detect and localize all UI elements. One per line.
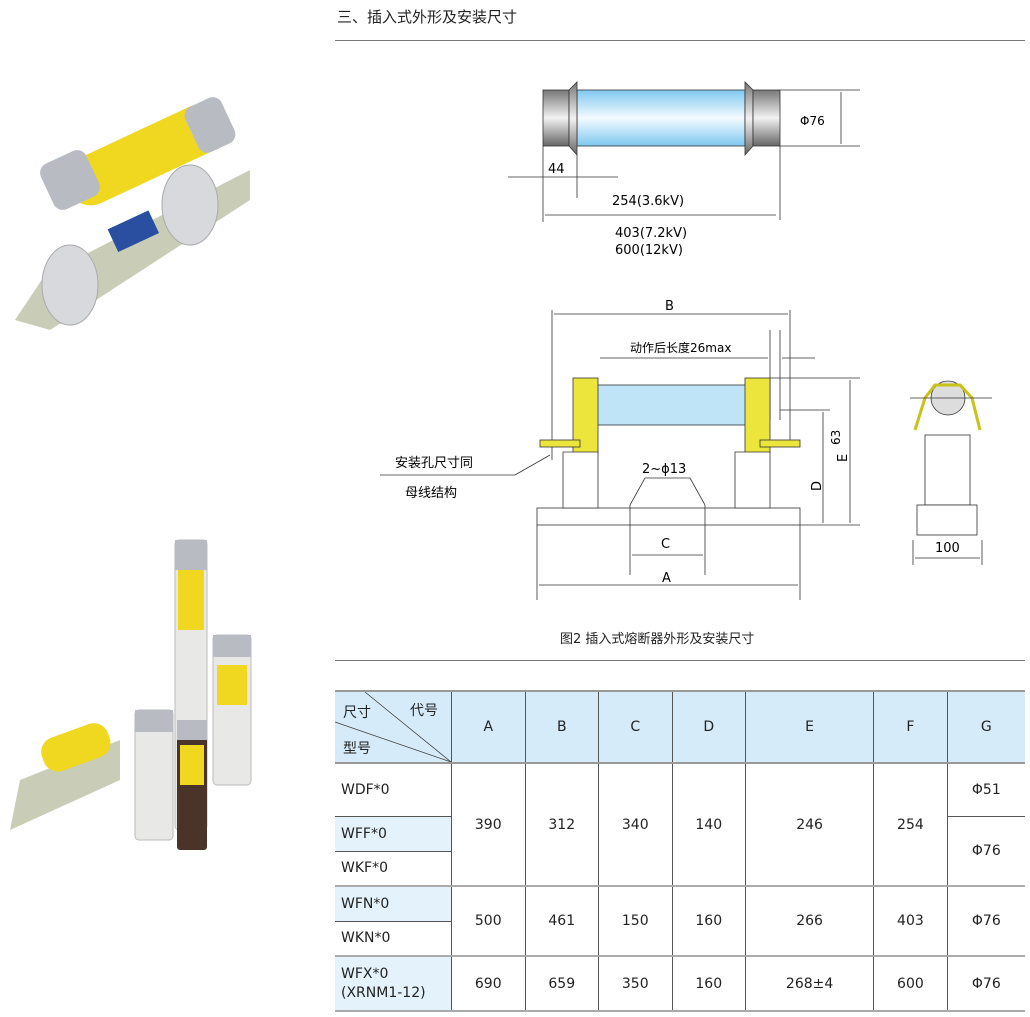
svg-text:2~ϕ13: 2~ϕ13 bbox=[642, 462, 686, 477]
col-F: F bbox=[873, 690, 948, 764]
table-header-row: 尺寸 代号 型号 A B C D E F G bbox=[335, 690, 1025, 764]
value-cell: 266 bbox=[744, 885, 875, 957]
figure-caption: 图2 插入式熔断器外形及安装尺寸 bbox=[560, 632, 755, 647]
value-cell: 246 bbox=[744, 762, 875, 887]
col-G: G bbox=[946, 690, 1025, 764]
value-cell: 461 bbox=[524, 885, 599, 957]
section-title: 三、插入式外形及安装尺寸 bbox=[337, 8, 518, 26]
svg-text:600(12kV): 600(12kV) bbox=[615, 243, 683, 258]
value-cell: 403 bbox=[873, 885, 948, 957]
svg-text:A: A bbox=[662, 571, 671, 586]
col-C: C bbox=[598, 690, 673, 764]
svg-text:C: C bbox=[661, 537, 670, 552]
divider bbox=[335, 660, 1025, 661]
value-cell: 659 bbox=[524, 955, 599, 1012]
col-D: D bbox=[671, 690, 746, 764]
svg-text:44: 44 bbox=[548, 162, 565, 177]
value-cell: 160 bbox=[671, 885, 746, 957]
model-cell: WFN*0 bbox=[335, 885, 452, 922]
table-row: WDF*0 390 312 340 140 246 254 Φ51 bbox=[335, 762, 1025, 887]
svg-text:安装孔尺寸同: 安装孔尺寸同 bbox=[395, 456, 473, 471]
value-cell: 500 bbox=[451, 885, 526, 957]
value-cell: 160 bbox=[671, 955, 746, 1012]
value-cell: 690 bbox=[451, 955, 526, 1012]
svg-text:100: 100 bbox=[935, 541, 960, 556]
model-cell: WDF*0 bbox=[335, 762, 452, 817]
value-cell: 350 bbox=[598, 955, 673, 1012]
fuse-products-photo bbox=[10, 539, 252, 850]
svg-text:D: D bbox=[810, 481, 825, 491]
divider bbox=[335, 40, 1025, 41]
value-cell: 312 bbox=[524, 762, 599, 887]
value-cell: 340 bbox=[598, 762, 673, 887]
svg-text:63: 63 bbox=[829, 430, 843, 445]
svg-text:E: E bbox=[836, 454, 851, 462]
value-cell: Φ76 bbox=[946, 955, 1025, 1012]
svg-text:B: B bbox=[665, 299, 674, 314]
model-cell: WFX*0(XRNM1-12) bbox=[335, 955, 452, 1012]
model-cell: WKN*0 bbox=[335, 920, 452, 957]
fuse-dimension-drawing: 44 Φ76 254(3.6kV) 403(7.2kV) 600(12kV) bbox=[508, 81, 860, 258]
svg-text:254(3.6kV): 254(3.6kV) bbox=[612, 194, 684, 209]
value-cell: 600 bbox=[873, 955, 948, 1012]
svg-text:403(7.2kV): 403(7.2kV) bbox=[615, 226, 687, 241]
fuse-base-photo bbox=[15, 97, 250, 330]
value-cell: Φ76 bbox=[946, 885, 1025, 957]
value-cell: 390 bbox=[451, 762, 526, 887]
col-B: B bbox=[524, 690, 599, 764]
table-row: WKN*0 bbox=[335, 920, 1025, 957]
svg-text:动作后长度26max: 动作后长度26max bbox=[630, 340, 731, 355]
value-cell: 150 bbox=[598, 885, 673, 957]
dimension-table: 尺寸 代号 型号 A B C D E F G WDF*0 390 312 340… bbox=[335, 690, 1025, 1012]
svg-text:Φ76: Φ76 bbox=[800, 114, 825, 128]
col-E: E bbox=[744, 690, 875, 764]
table-row: WFX*0(XRNM1-12) 690 659 350 160 268±4 60… bbox=[335, 955, 1025, 1012]
value-cell: 254 bbox=[873, 762, 948, 887]
model-cell: WKF*0 bbox=[335, 850, 452, 887]
value-cell: 268±4 bbox=[744, 955, 875, 1012]
model-cell: WFF*0 bbox=[335, 815, 452, 852]
value-cell: Φ51 bbox=[946, 762, 1025, 817]
table-row: WKF*0 bbox=[335, 850, 1025, 887]
col-A: A bbox=[451, 690, 526, 764]
value-cell: 140 bbox=[671, 762, 746, 887]
table-row: WFN*0 500 461 150 160 266 403 Φ76 bbox=[335, 885, 1025, 957]
installation-dimension-drawing: B 动作后长度26max 63 D E 2~ϕ13 C A 安装孔尺寸同 母线结… bbox=[380, 299, 992, 600]
svg-text:母线结构: 母线结构 bbox=[405, 486, 457, 501]
value-cell: Φ76 bbox=[946, 815, 1025, 887]
corner-header: 尺寸 代号 型号 bbox=[335, 690, 452, 764]
table-row: WFF*0 Φ76 bbox=[335, 815, 1025, 887]
